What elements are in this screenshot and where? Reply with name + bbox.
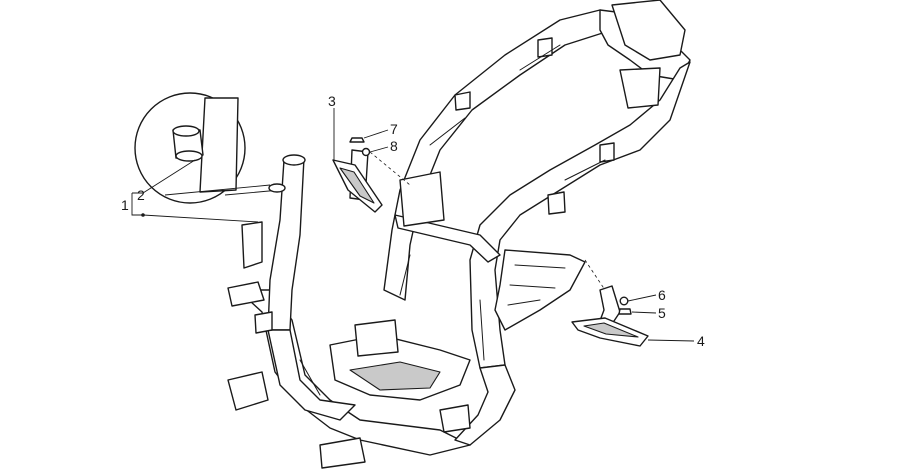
head-tube-bushing	[268, 183, 286, 193]
front-floor-bracket	[227, 281, 265, 307]
frame-tab-d	[599, 142, 615, 163]
floor-front-plate	[319, 437, 366, 469]
right-footrest-pad-tread	[583, 322, 639, 338]
frame-down-tube	[267, 329, 356, 421]
detail-head-tube	[199, 97, 239, 193]
frame-tab-e	[254, 311, 273, 334]
callout-6: 6	[658, 287, 666, 303]
callout-labels: 1 2 3 7 8 6 5 4	[121, 93, 705, 349]
part-3-left-footrest	[332, 149, 383, 213]
frame-tab-c	[547, 191, 566, 215]
rear-bracket-block	[611, 0, 686, 61]
detail-magnifier	[134, 92, 286, 204]
frame-tab-a	[454, 91, 471, 111]
leader-1	[142, 214, 259, 223]
washer-8	[361, 147, 371, 157]
frame-detail-lines	[299, 44, 606, 396]
leader-7	[363, 129, 389, 139]
leader-3-dash	[369, 151, 411, 186]
magnifier-pointer-a	[164, 184, 271, 196]
frame-crossbar	[394, 214, 501, 263]
leader-2	[142, 159, 196, 194]
leader-4	[647, 339, 695, 342]
screw-5	[618, 308, 632, 315]
footrest-bracket-ribs	[507, 264, 566, 306]
detail-bushing-top	[172, 125, 200, 137]
callout-4: 4	[697, 333, 705, 349]
callout-2: 2	[137, 187, 145, 203]
part-4-right-footrest	[571, 285, 649, 347]
leader-8	[369, 146, 389, 153]
mid-mount-bracket	[354, 319, 399, 357]
front-lower-bracket	[227, 371, 269, 411]
left-footrest-pad-tread	[339, 167, 375, 204]
frame-tab-g	[439, 404, 471, 433]
rear-mount-plate	[619, 67, 661, 109]
frame-tab-f	[241, 221, 263, 269]
leader-6	[627, 294, 657, 302]
frame-rear-cradle	[454, 364, 516, 446]
footrest-bracket-plate	[494, 249, 586, 331]
callout-7: 7	[390, 121, 398, 137]
scooter-frame	[227, 0, 691, 469]
detail-bushing-bottom	[175, 150, 203, 162]
callout-leaders	[131, 108, 695, 342]
upper-rail-bracket	[399, 171, 445, 227]
leader-1-dot	[141, 213, 145, 217]
fasteners	[349, 137, 632, 315]
leader-4-dash	[584, 259, 606, 291]
nut-6	[619, 296, 629, 306]
callout-1: 1	[121, 197, 129, 213]
leader-bracket-1-2	[131, 192, 143, 216]
screw-7	[349, 137, 365, 143]
callout-3: 3	[328, 93, 336, 109]
steering-head-top	[282, 154, 306, 166]
footrest-mount-bracket	[494, 249, 586, 331]
frame-floor-shadow	[349, 361, 441, 391]
callout-5: 5	[658, 305, 666, 321]
leader-5	[631, 311, 657, 314]
callout-8: 8	[390, 138, 398, 154]
